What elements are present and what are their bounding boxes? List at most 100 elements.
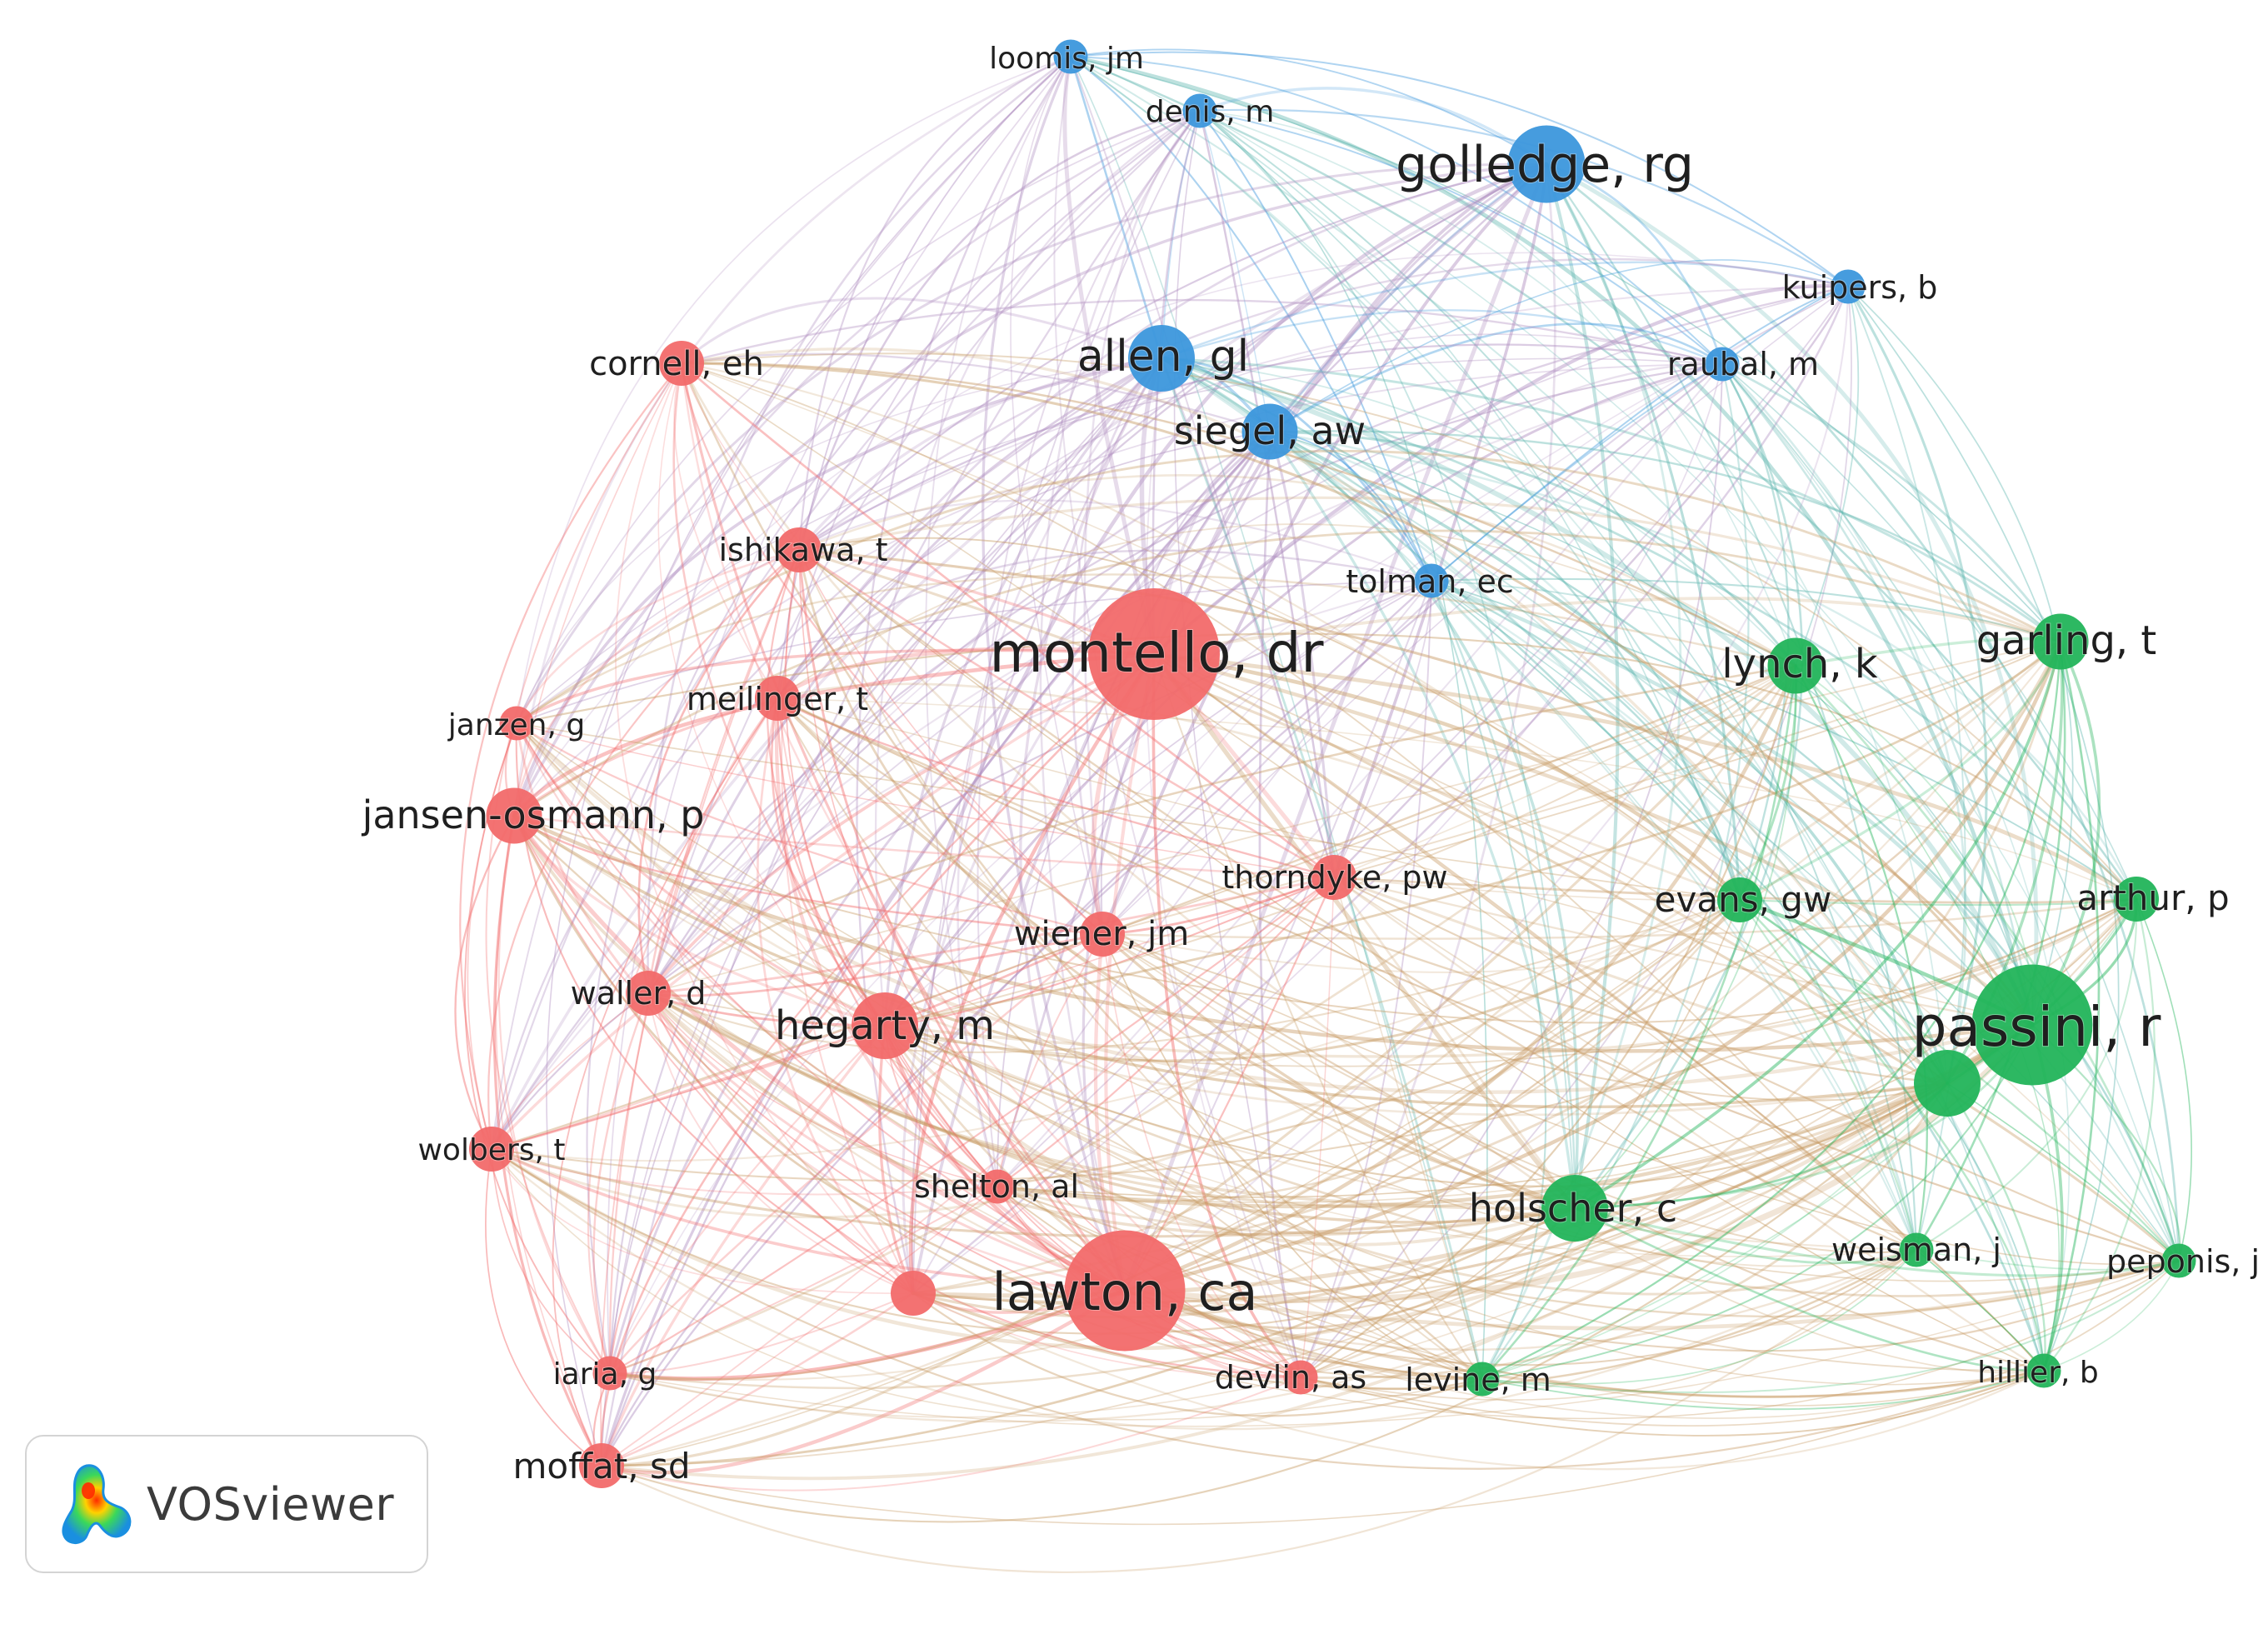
node-levine[interactable]	[1465, 1362, 1500, 1397]
network-edge	[512, 814, 1336, 879]
network-edge	[798, 549, 2045, 1372]
network-edge	[1102, 933, 2045, 1374]
network-edge	[586, 109, 1201, 1375]
network-edge	[1101, 932, 1576, 1210]
node-peponis[interactable]	[2161, 1243, 2196, 1278]
network-edge	[776, 162, 1548, 700]
network-edge	[1122, 1258, 2181, 1331]
node-iaria[interactable]	[592, 1356, 627, 1391]
node-jansen[interactable]	[486, 787, 542, 844]
network-edge	[1738, 640, 2062, 902]
label-golledge: golledge, rg	[1396, 136, 1694, 194]
network-edge	[609, 1292, 914, 1375]
node-cornell[interactable]	[659, 341, 704, 386]
network-edge	[647, 697, 779, 995]
node-hegarty[interactable]	[852, 992, 918, 1059]
network-edge	[1102, 933, 2180, 1266]
network-edge	[1916, 1249, 2180, 1271]
node-denis[interactable]	[1182, 93, 1217, 128]
node-passini[interactable]	[1971, 964, 2093, 1086]
network-edge	[490, 664, 1797, 1151]
network-edge	[1573, 1207, 1918, 1265]
network-edge	[997, 1186, 1483, 1380]
node-moffat[interactable]	[579, 1443, 624, 1488]
network-edge	[680, 298, 1724, 366]
network-edge	[516, 110, 1201, 724]
node-meilinger[interactable]	[755, 676, 800, 721]
network-edge	[1333, 877, 1741, 902]
node-arthur[interactable]	[2114, 877, 2159, 922]
node-garling[interactable]	[2032, 613, 2089, 670]
network-edge	[680, 297, 1163, 365]
node-thorndyke[interactable]	[1311, 855, 1356, 900]
network-edge	[1573, 362, 1804, 1210]
network-edge	[608, 162, 1548, 1375]
network-edge	[1430, 579, 1949, 1085]
network-edge	[1070, 56, 1917, 1251]
label-arthur: arthur, p	[2076, 877, 2229, 918]
node-weisman[interactable]	[1899, 1232, 1934, 1267]
node-kuipers[interactable]	[1831, 269, 1866, 304]
network-edge	[487, 548, 801, 1151]
node-tolman[interactable]	[1414, 563, 1449, 598]
node-wolbers[interactable]	[469, 1127, 514, 1172]
network-edge	[601, 898, 2137, 1467]
network-edge	[1333, 877, 1483, 1380]
network-edge	[552, 697, 778, 1467]
node-montello[interactable]	[1088, 588, 1220, 720]
network-edge	[925, 56, 1072, 1187]
node-ishikawa[interactable]	[777, 527, 822, 572]
network-edge	[1430, 579, 1741, 902]
network-edge	[1481, 1082, 1948, 1380]
label-hillier: hillier, b	[1977, 1356, 2099, 1390]
network-edge	[1082, 430, 1271, 1292]
network-edge	[1268, 430, 2138, 901]
node-siegel[interactable]	[1241, 403, 1298, 460]
vosviewer-brand-name: VOSviewer	[147, 1477, 395, 1531]
label-loomis: loomis, jm	[989, 42, 1144, 76]
node-golledge[interactable]	[1507, 125, 1586, 203]
node-shelton[interactable]	[980, 1169, 1015, 1204]
network-edge	[615, 362, 914, 1294]
network-edge	[491, 431, 1271, 1150]
network-edge	[680, 347, 1949, 1085]
network-edge	[512, 529, 2062, 817]
network-edge	[647, 992, 1484, 1381]
network-edge	[856, 55, 1072, 1295]
node-raubal[interactable]	[1705, 347, 1740, 382]
network-edge	[1161, 110, 1201, 359]
node-waller[interactable]	[626, 971, 671, 1016]
node-loomis[interactable]	[1053, 39, 1088, 74]
network-edge	[1070, 51, 1849, 287]
network-edge	[1299, 640, 2062, 1379]
network-edge	[912, 1207, 1576, 1319]
node-evans[interactable]	[1717, 877, 1762, 922]
network-edge	[1268, 322, 1724, 433]
network-edge	[467, 722, 517, 1150]
network-edge	[798, 549, 1103, 935]
node-lynch[interactable]	[1767, 637, 1824, 694]
node-wiener[interactable]	[1080, 912, 1125, 957]
network-edge	[911, 357, 1163, 1295]
network-edge	[490, 652, 1156, 1151]
network-edge	[608, 932, 1104, 1375]
network-edge	[1481, 640, 2062, 1381]
network-edge	[1481, 1370, 2045, 1411]
node-holscher[interactable]	[1541, 1175, 1608, 1242]
network-edge	[1070, 56, 2061, 642]
node-hillier[interactable]	[2026, 1353, 2061, 1388]
network-edge	[1721, 362, 2062, 643]
node-allen[interactable]	[1128, 325, 1195, 392]
node-unlabeled_green[interactable]	[1914, 1050, 1981, 1117]
node-lawton[interactable]	[1064, 1230, 1186, 1352]
network-edge	[1160, 357, 2062, 643]
network-edge	[776, 697, 1576, 1210]
node-devlin[interactable]	[1283, 1360, 1318, 1395]
network-edge	[600, 1024, 887, 1467]
network-edge	[497, 814, 612, 1375]
network-edge	[1573, 1082, 1949, 1210]
node-unlabeled_red[interactable]	[891, 1271, 936, 1316]
node-janzen[interactable]	[499, 706, 534, 741]
network-edge	[516, 722, 1483, 1380]
network-edge	[1431, 580, 2045, 1372]
